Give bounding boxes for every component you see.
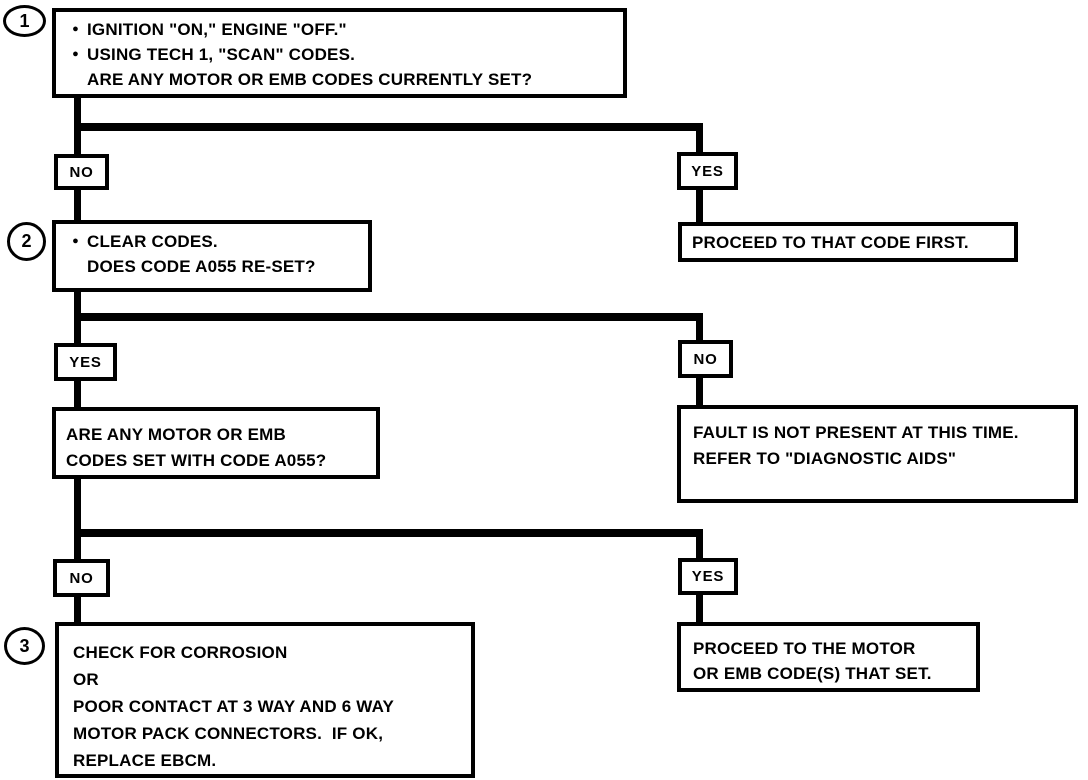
connector-question-to-no3: [74, 477, 81, 561]
proceed-first-text: PROCEED TO THAT CODE FIRST.: [692, 232, 969, 252]
node-proceed-code-first: PROCEED TO THAT CODE FIRST.: [678, 222, 1018, 262]
connector-branch2-to-no2: [696, 313, 703, 344]
node-step2: ● CLEAR CODES. DOES CODE A055 RE-SET?: [52, 220, 372, 292]
step2-item-1-text: CLEAR CODES.: [87, 232, 218, 251]
proceed-motor-line-2: OR EMB CODE(S) THAT SET.: [693, 664, 932, 683]
connector-branch1-horizontal: [74, 123, 703, 131]
connector-no1-to-step2: [74, 188, 81, 222]
branch1-no-tag: NO: [54, 154, 109, 190]
node-fault-not-present: FAULT IS NOT PRESENT AT THIS TIME. REFER…: [677, 405, 1078, 503]
connector-no2-to-fault: [696, 376, 703, 407]
fault-line-2: REFER TO "DIAGNOSTIC AIDS": [693, 449, 957, 468]
fault-line-1: FAULT IS NOT PRESENT AT THIS TIME.: [693, 423, 1019, 442]
branch3-yes-tag: YES: [678, 558, 738, 595]
bullet-icon: ●: [72, 235, 79, 247]
step2-line-1: ● CLEAR CODES.: [64, 229, 362, 254]
connector-no3-to-step3: [74, 595, 81, 624]
step1-item-1-text: IGNITION "ON," ENGINE "OFF.": [87, 20, 347, 39]
connector-branch3-to-yes3: [696, 529, 703, 560]
proceed-motor-line-1: PROCEED TO THE MOTOR: [693, 639, 916, 658]
branch2-yes-tag: YES: [54, 343, 117, 381]
step3-line-4: MOTOR PACK CONNECTORS. IF OK,: [73, 724, 384, 743]
connector-branch3-horizontal: [74, 529, 703, 537]
step3-line-1: CHECK FOR CORROSION: [73, 643, 288, 662]
connector-yes3-to-proceed: [696, 593, 703, 624]
connector-yes2-to-question: [74, 379, 81, 409]
bullet-icon: ●: [72, 23, 79, 35]
step3-line-2: OR: [73, 670, 99, 689]
step3-line-5: REPLACE EBCM.: [73, 751, 217, 770]
node-codes-with-a055: ARE ANY MOTOR OR EMB CODES SET WITH CODE…: [52, 407, 380, 479]
step2-line-2: DOES CODE A055 RE-SET?: [64, 254, 362, 279]
step1-line-1: ● IGNITION "ON," ENGINE "OFF.": [64, 17, 617, 42]
step-number-1: 1: [3, 5, 46, 37]
connector-branch2-horizontal: [74, 313, 703, 321]
step-number-3: 3: [4, 627, 45, 665]
step2-question-text: DOES CODE A055 RE-SET?: [87, 257, 316, 276]
codes-a055-line-1: ARE ANY MOTOR OR EMB: [66, 425, 286, 444]
step3-line-3: POOR CONTACT AT 3 WAY AND 6 WAY: [73, 697, 395, 716]
node-step3: CHECK FOR CORROSION OR POOR CONTACT AT 3…: [55, 622, 475, 778]
branch1-yes-tag: YES: [677, 152, 738, 190]
step1-line-3: ARE ANY MOTOR OR EMB CODES CURRENTLY SET…: [64, 67, 617, 92]
node-step1: ● IGNITION "ON," ENGINE "OFF." ● USING T…: [52, 8, 627, 98]
step1-question-text: ARE ANY MOTOR OR EMB CODES CURRENTLY SET…: [87, 70, 533, 89]
step1-item-2-text: USING TECH 1, "SCAN" CODES.: [87, 45, 356, 64]
step-number-2: 2: [7, 222, 46, 261]
connector-yes1-to-proceed: [696, 188, 703, 224]
step1-line-2: ● USING TECH 1, "SCAN" CODES.: [64, 42, 617, 67]
codes-a055-line-2: CODES SET WITH CODE A055?: [66, 451, 327, 470]
connector-branch1-to-yes1: [696, 123, 703, 154]
branch3-no-tag: NO: [53, 559, 110, 597]
node-proceed-motor: PROCEED TO THE MOTOR OR EMB CODE(S) THAT…: [677, 622, 980, 692]
bullet-icon: ●: [72, 48, 79, 60]
branch2-no-tag: NO: [678, 340, 733, 378]
